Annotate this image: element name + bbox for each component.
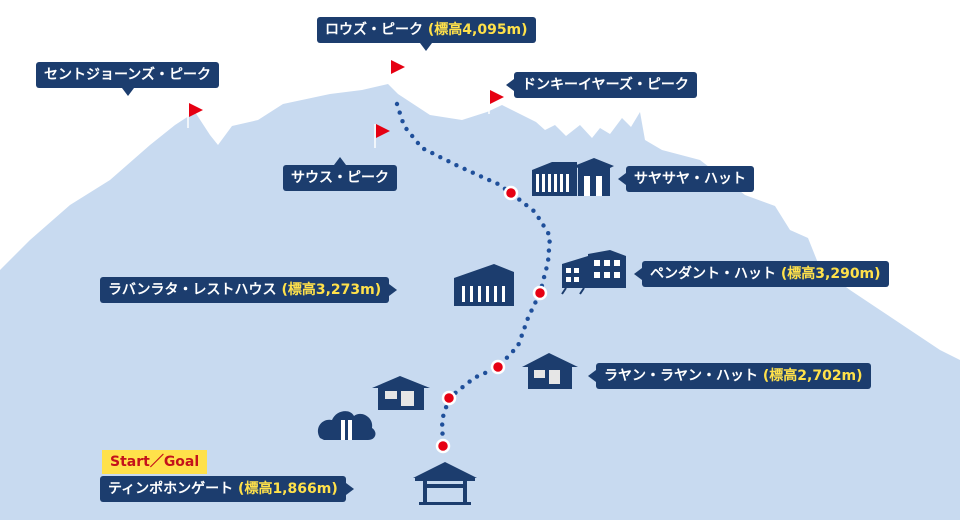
label-donkey-ears-peak: ドンキーイヤーズ・ピーク [506, 72, 697, 98]
trail-dot [504, 355, 510, 360]
label-st-johns-peak: セントジョーンズ・ピーク [36, 62, 220, 96]
label-sayat-sayat-hut: サヤサヤ・ハット [618, 166, 754, 192]
south-peak-name: サウス・ピーク [291, 170, 389, 186]
layang-layang-hut-elevation: (標高2,702m) [762, 368, 863, 384]
pendant-hut-name: ペンダント・ハット [650, 266, 776, 282]
trail-dot [510, 348, 516, 354]
trail-dot [474, 374, 480, 379]
trail-dot [546, 248, 552, 253]
trail-dot [541, 274, 547, 280]
label-pendant-hut: ペンダント・ハット (標高3,290m) [634, 261, 889, 287]
trail-dot [410, 133, 415, 139]
trail-dot [531, 208, 536, 213]
peak-flags [187, 60, 504, 148]
donkey-ears-peak-name: ドンキーイヤーズ・ピーク [522, 77, 689, 93]
lows-peak-name: ロウズ・ピーク [325, 22, 423, 38]
waypoint-marker [490, 359, 506, 375]
trail-dot [533, 300, 538, 305]
trail-dot [462, 166, 467, 172]
trail-dot [460, 385, 465, 390]
trail-dot [516, 342, 521, 347]
trail-dot [467, 379, 472, 384]
flag-donkey-ears-peak-icon [488, 90, 504, 114]
trail-waypoints [435, 185, 548, 454]
lows-peak-elevation: (標高4,095m) [427, 22, 528, 38]
flag-lows-peak-icon [389, 60, 405, 84]
trail-dot [438, 155, 443, 160]
trail-dot [541, 223, 546, 228]
start-goal-badge: Start／Goal [102, 450, 208, 474]
laban-rata-resthouse-elevation: (標高3,273m) [281, 282, 382, 298]
layang-layang-hut-icon [522, 353, 578, 389]
timpohon-gate-name: ティンポホンゲート [108, 481, 234, 497]
trail-dot [547, 239, 552, 244]
trail-dot [441, 413, 446, 418]
flag-south-peak-icon [374, 124, 390, 148]
trail-dot [544, 266, 549, 271]
waypoint-marker [441, 390, 457, 406]
label-south-peak: サウス・ピーク [283, 157, 397, 191]
trail-dot [394, 101, 400, 107]
trail-dot [430, 150, 435, 156]
laban-rata-resthouse-icon [454, 264, 514, 306]
trail-dot [443, 405, 449, 410]
timpohon-gate-elevation: (標高1,866m) [238, 481, 338, 497]
layang-layang-hut-name: ラヤン・ラヤン・ハット [604, 368, 758, 384]
trail-dot [440, 431, 445, 436]
pendant-hut-elevation: (標高3,290m) [780, 266, 881, 282]
label-laban-rata-resthouse: ラバンラタ・レストハウス (標高3,273m) [100, 277, 398, 303]
trail-dot [483, 370, 488, 376]
shelter-hut-icon [372, 376, 430, 410]
trail-dot [397, 110, 402, 115]
label-layang-layang-hut: ラヤン・ラヤン・ハット (標高2,702m) [588, 363, 871, 389]
trail-dot [495, 181, 500, 186]
sayat-sayat-hut-icon [532, 158, 614, 196]
trail-dot [470, 170, 475, 175]
trail-dot [440, 422, 445, 427]
waypoint-marker [503, 185, 519, 201]
laban-rata-resthouse-name: ラバンラタ・レストハウス [108, 282, 277, 298]
waterfall-icon [317, 411, 376, 440]
trail-dot [525, 316, 530, 321]
flag-st-johns-peak-icon [187, 103, 203, 128]
trail-dot [478, 174, 484, 179]
st-johns-peak-name: セントジョーンズ・ピーク [44, 67, 212, 83]
trail-dot [422, 146, 427, 152]
trail-dot [546, 231, 551, 236]
trail-dot [517, 197, 522, 202]
trail-dot [415, 140, 421, 146]
sayat-sayat-hut-name: サヤサヤ・ハット [634, 171, 746, 187]
trail-dot [404, 126, 409, 132]
pendant-hut-icon [561, 250, 626, 295]
trail-dot [446, 159, 451, 164]
trail-dot [522, 325, 527, 330]
waypoint-marker [435, 438, 451, 454]
trail-dot [546, 257, 551, 262]
trail-dot [519, 333, 524, 338]
trail-dot [529, 308, 534, 313]
trail-dot [487, 177, 492, 183]
timpohon-gate-icon [413, 462, 477, 505]
trail-dot [400, 119, 405, 124]
trail-dot [454, 163, 459, 168]
label-timpohon-gate: ティンポホンゲート (標高1,866m) [100, 476, 354, 502]
trail-dots [394, 101, 552, 445]
label-lows-peak: ロウズ・ピーク (標高4,095m) [317, 17, 536, 51]
waypoint-marker [532, 285, 548, 301]
trail-dot [536, 215, 541, 221]
trail-dot [524, 202, 529, 208]
